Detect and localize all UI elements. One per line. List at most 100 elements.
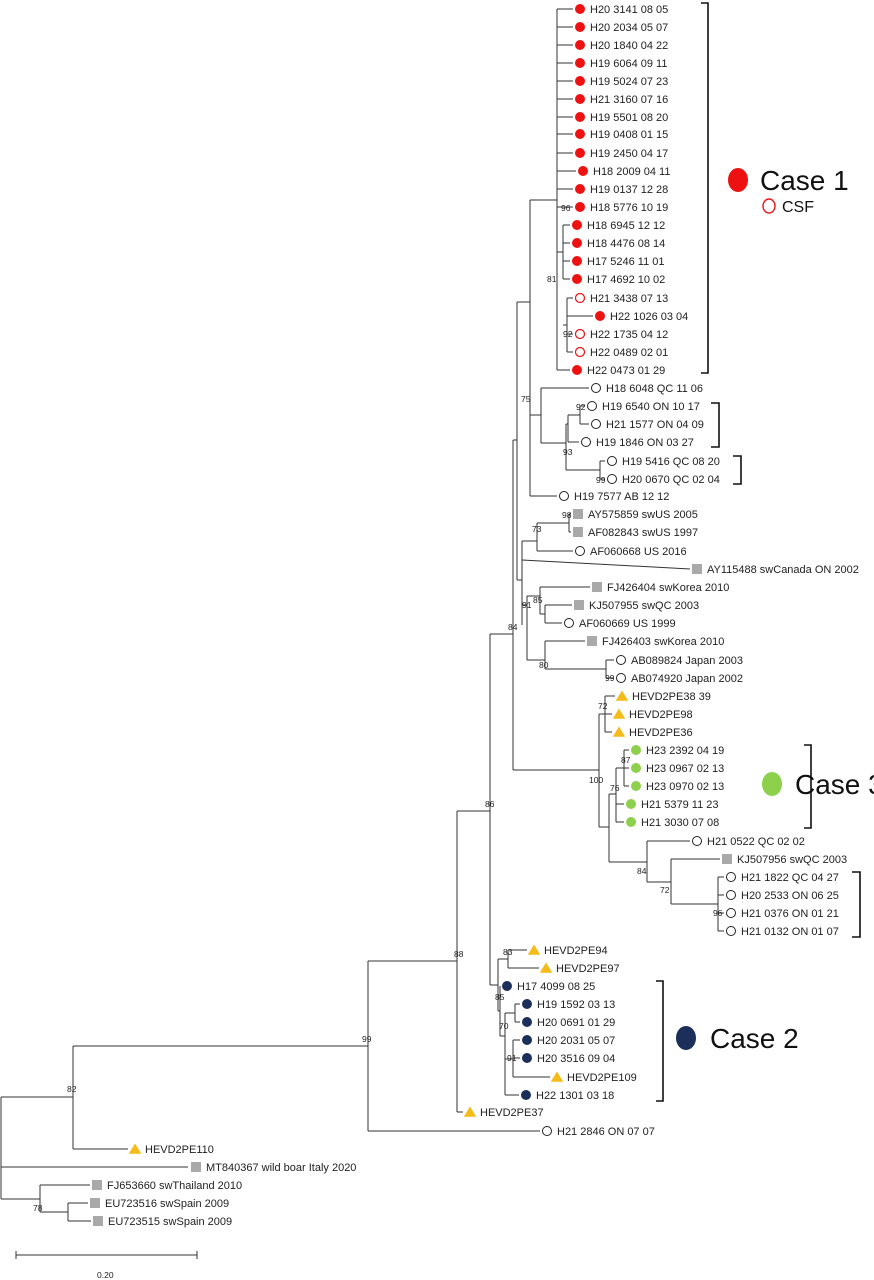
leaf: AB074920 Japan 2002: [616, 673, 743, 685]
leaf: H19 5501 08 20: [575, 112, 668, 124]
leaf-label: HEVD2PE98: [629, 709, 693, 721]
leaf: H17 4692 10 02: [572, 274, 665, 286]
leaf: H21 1822 QC 04 27: [726, 872, 839, 884]
leaf: H22 1026 03 04: [595, 311, 688, 323]
leaf-label: EU723515 swSpain 2009: [108, 1216, 232, 1228]
leaf-label: FJ653660 swThailand 2010: [107, 1180, 242, 1192]
hevd-triangle-icon: [539, 962, 553, 973]
leaf: EU723515 swSpain 2009: [93, 1216, 232, 1228]
case1-circle-icon: [595, 311, 605, 321]
leaf: H19 2450 04 17: [575, 148, 668, 160]
bootstrap-value: 99: [362, 1034, 372, 1044]
tree-branches: [0, 8, 724, 1222]
leaf: H17 4099 08 25: [502, 981, 595, 993]
leaf: H18 2009 04 11: [578, 166, 670, 178]
leaf: HEVD2PE38 39: [615, 690, 711, 703]
open-circle-icon: [607, 456, 617, 466]
leaf: H18 4476 08 14: [572, 238, 665, 250]
leaf-label: H18 4476 08 14: [587, 238, 665, 250]
leaf: AB089824 Japan 2003: [616, 655, 743, 667]
leaf: H18 6048 QC 11 06: [591, 383, 703, 395]
leaf-label: H18 2009 04 11: [593, 166, 670, 178]
leaf: H21 3438 07 13: [574, 292, 668, 305]
swine-square-icon: [722, 854, 732, 864]
open-circle-icon: [575, 546, 585, 556]
leaf: H22 1735 04 12: [574, 328, 668, 341]
leaf-label: H21 0132 ON 01 07: [741, 926, 839, 938]
leaf-label: H21 2846 ON 07 07: [557, 1126, 655, 1138]
leaf-label: H19 1592 03 13: [537, 999, 615, 1011]
leaf-label: H22 1735 04 12: [590, 329, 668, 341]
leaf: H20 1840 04 22: [575, 40, 668, 52]
leaf: H23 2392 04 19: [631, 745, 724, 757]
leaf: H20 2031 05 07: [522, 1035, 615, 1047]
case1-circle-icon: [572, 238, 582, 248]
bootstrap-value: 84: [637, 866, 647, 876]
leaf: H20 3141 08 05: [575, 4, 668, 16]
case3-circle-icon: [626, 799, 636, 809]
bootstrap-value: 87: [621, 755, 631, 765]
leaf: H19 0408 01 15: [575, 129, 668, 141]
case2-circle-icon: [522, 999, 532, 1009]
bootstrap-value: 73: [532, 524, 542, 534]
case1-circle-icon: [572, 220, 582, 230]
open-circle-icon: [559, 491, 569, 501]
open-circle-icon: [726, 926, 736, 936]
bootstrap-value: 72: [598, 701, 608, 711]
leaf: AF082843 swUS 1997: [573, 527, 698, 539]
bootstrap-value: 98: [562, 510, 572, 520]
leaf: MT840367 wild boar Italy 2020: [191, 1162, 356, 1174]
open-circle-icon: [616, 673, 626, 683]
bootstrap-value: 72: [660, 885, 670, 895]
hevd-triangle-icon: [527, 944, 541, 955]
leaf-label: H22 1026 03 04: [610, 311, 688, 323]
bootstrap-value: 99: [596, 475, 606, 485]
leaf: KJ507955 swQC 2003: [574, 600, 699, 612]
open-circle-icon: [607, 474, 617, 484]
leaf: HEVD2PE36: [612, 726, 693, 739]
swine-square-icon: [587, 636, 597, 646]
bootstrap-value: 75: [521, 394, 531, 404]
hevd-triangle-icon: [550, 1071, 564, 1082]
case1-circle-icon: [575, 76, 585, 86]
leaf: H19 6064 09 11: [575, 58, 667, 70]
csf-legend-icon: [762, 198, 776, 214]
case1-circle-icon: [575, 148, 585, 158]
bootstrap-value: 96: [713, 908, 723, 918]
leaf: H18 6945 12 12: [572, 220, 665, 232]
case1-legend-icon: [728, 168, 748, 192]
leaf-label: H18 6945 12 12: [587, 220, 665, 232]
leaf-label: H20 0691 01 29: [537, 1017, 615, 1029]
case3-circle-icon: [626, 817, 636, 827]
case1-circle-icon: [575, 22, 585, 32]
open-circle-icon: [591, 383, 601, 393]
bootstrap-value: 85: [533, 595, 543, 605]
leaf-label: HEVD2PE38 39: [632, 691, 711, 703]
bootstrap-value: 86: [485, 799, 495, 809]
hevd-triangle-icon: [612, 708, 626, 719]
leaf: H21 5379 11 23: [626, 799, 718, 811]
leaf: HEVD2PE98: [612, 708, 693, 721]
leaf-label: AY575859 swUS 2005: [588, 509, 698, 521]
swine-square-icon: [92, 1180, 102, 1190]
leaf-label: H21 0522 QC 02 02: [707, 836, 805, 848]
leaf-label: H21 5379 11 23: [641, 799, 718, 811]
leaf-label: AF082843 swUS 1997: [588, 527, 698, 539]
hevd-triangle-icon: [128, 1143, 142, 1154]
case1-circle-icon: [575, 184, 585, 194]
bootstrap-value: 82: [67, 1084, 77, 1094]
leaf-label: H20 3141 08 05: [590, 4, 668, 16]
leaf: HEVD2PE110: [128, 1143, 214, 1156]
leaf: H21 0522 QC 02 02: [692, 836, 805, 848]
leaf-label: H20 3516 09 04: [537, 1053, 615, 1065]
leaf-label: H21 0376 ON 01 21: [741, 908, 839, 920]
swine-square-icon: [573, 527, 583, 537]
leaf-label: H20 2031 05 07: [537, 1035, 615, 1047]
leaf-label: AB089824 Japan 2003: [631, 655, 743, 667]
leaf-label: H21 1822 QC 04 27: [741, 872, 839, 884]
leaf-label: HEVD2PE109: [567, 1072, 637, 1084]
bootstrap-value: 92: [563, 329, 573, 339]
bootstrap-value: 80: [539, 660, 549, 670]
